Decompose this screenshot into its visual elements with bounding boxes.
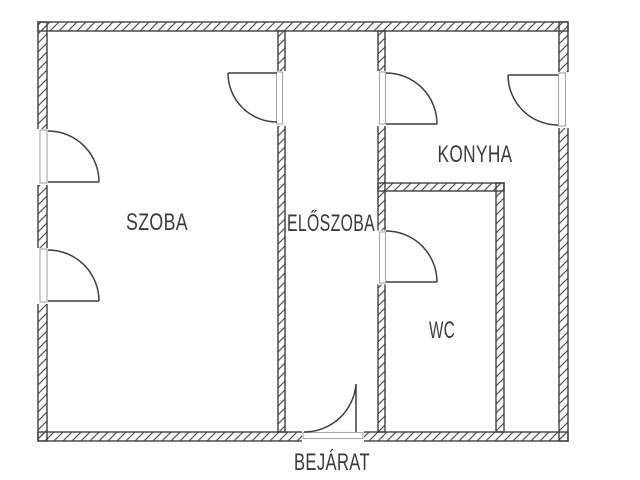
konyha-door-swing-icon <box>385 72 438 125</box>
konyha-door-jamb <box>378 71 387 125</box>
szoba-window1-jamb <box>39 129 48 184</box>
room-label-eloszoba: ELŐSZOBA <box>287 210 375 237</box>
entrance-door-swing-icon <box>303 383 357 433</box>
room-labels: SZOBA ELŐSZOBA KONYHA WC BEJÁRAT <box>126 141 513 476</box>
entrance-label: BEJÁRAT <box>294 449 370 476</box>
wc-door-swing-icon <box>385 230 438 283</box>
exterior-wall-top <box>37 21 569 32</box>
konyha-window-swing-icon <box>507 74 559 126</box>
interior-wall-konyha-wc <box>377 182 505 192</box>
room-label-szoba: SZOBA <box>126 209 188 236</box>
exterior-wall-right <box>558 21 569 442</box>
room-label-konyha: KONYHA <box>438 141 513 168</box>
szoba-door-swing-icon <box>227 72 278 123</box>
szoba-door-jamb <box>275 71 284 125</box>
interior-wall-szoba-eloszoba <box>277 30 286 433</box>
door-window-symbols <box>47 72 559 433</box>
szoba-window2-swing-icon <box>47 249 100 302</box>
room-label-wc: WC <box>429 317 455 344</box>
wall-openings <box>36 71 570 442</box>
szoba-window1-swing-icon <box>47 130 100 183</box>
szoba-window2-jamb <box>39 248 48 303</box>
interior-wall-wc-right <box>495 182 505 433</box>
konyha-window-jamb <box>557 72 567 127</box>
wc-door-jamb <box>378 231 387 284</box>
entrance-jamb <box>302 431 364 440</box>
exterior-wall-left <box>37 21 48 442</box>
